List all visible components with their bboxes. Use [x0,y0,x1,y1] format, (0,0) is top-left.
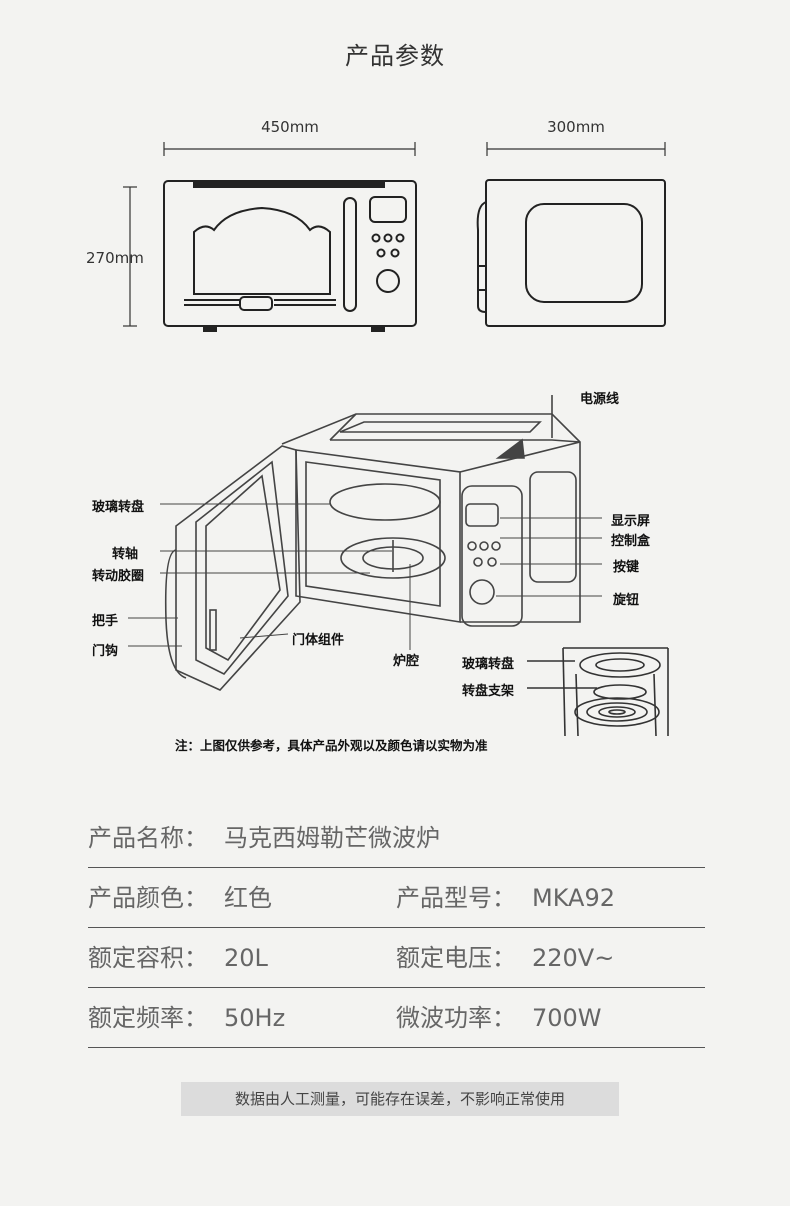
label-tray-support: 转盘支架 [462,684,515,699]
label-display: 显示屏 [611,514,651,529]
depth-label: 300mm [547,118,605,136]
label-control-box: 控制盒 [611,534,651,549]
label-handle: 把手 [92,614,119,629]
measurement-disclaimer: 数据由人工测量，可能存在误差，不影响正常使用 [181,1082,619,1116]
label-door-assembly: 门体组件 [292,633,345,648]
spec-value: 220V~ [532,944,615,972]
front-view-icon [163,180,417,332]
label-knob: 旋钮 [613,593,640,608]
spec-value: 马克西姆勒芒微波炉 [224,824,440,852]
spec-value: 700W [532,1004,602,1032]
dimension-drawings [123,142,666,332]
label-cavity: 炉腔 [393,654,420,669]
spec-row-volume-voltage: 额定容积： 20L 额定电压： 220V~ [88,928,705,988]
label-shaft: 转轴 [112,547,139,562]
spec-value: 20L [224,944,268,972]
side-view-icon [476,179,666,327]
label-buttons: 按键 [613,560,640,575]
width-label: 450mm [261,118,319,136]
spec-value: 50Hz [224,1004,286,1032]
spec-key: 额定容积： [88,944,208,972]
label-glass-tray-left: 玻璃转盘 [92,500,145,515]
spec-row-frequency-power: 额定频率： 50Hz 微波功率： 700W [88,988,705,1048]
spec-value: MKA92 [532,884,615,912]
spec-key: 微波功率： [396,1004,516,1032]
spec-value: 红色 [224,884,272,912]
spec-key: 额定频率： [88,1004,208,1032]
spec-key: 产品型号： [396,884,516,912]
spec-row-name: 产品名称： 马克西姆勒芒微波炉 [88,808,705,868]
spec-key: 产品名称： [88,824,208,852]
spec-key: 额定电压： [396,944,516,972]
spec-key: 产品颜色： [88,884,208,912]
label-roller-ring: 转动胶圈 [92,569,145,584]
label-power-cord: 电源线 [580,392,620,407]
height-label: 270mm [86,249,144,267]
label-glass-tray-right: 玻璃转盘 [462,657,515,672]
page-title: 产品参数 [345,42,445,70]
spec-row-color-model: 产品颜色： 红色 产品型号： MKA92 [88,868,705,928]
label-door-hook: 门钩 [92,644,119,659]
open-microwave-diagram [128,395,669,737]
disclaimer-note: 注：上图仅供参考，具体产品外观以及颜色请以实物为准 [175,738,488,753]
